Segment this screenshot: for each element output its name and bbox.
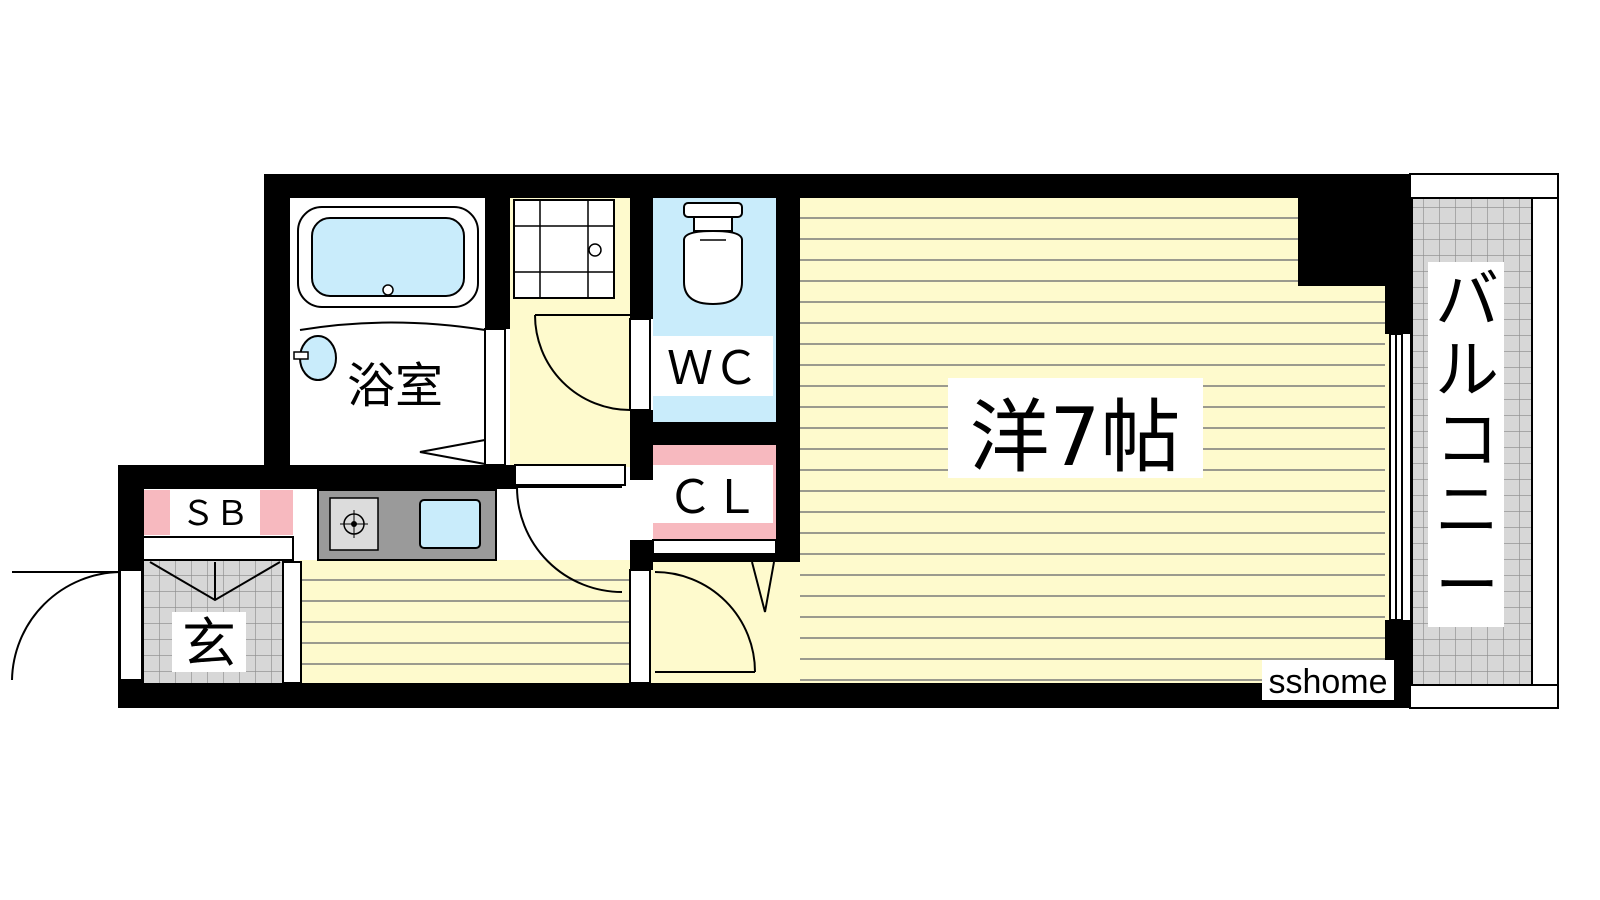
balcony-char: コ	[1435, 404, 1499, 478]
door-swings	[11, 314, 775, 681]
kitchen-door	[516, 486, 623, 593]
entrance-label: 玄	[182, 612, 236, 675]
washer-pan-icon	[513, 199, 615, 299]
washbasin-icon	[293, 321, 486, 381]
closet-door	[751, 561, 775, 613]
washroom-door	[534, 314, 631, 411]
walls	[118, 173, 1559, 709]
partitions	[119, 318, 777, 684]
balcony-char: ニ	[1435, 474, 1499, 548]
kitchen-sink-icon	[419, 499, 481, 549]
bath-door	[419, 438, 486, 466]
corridor-floor-lower	[635, 560, 800, 685]
balcony-char: バ	[1435, 264, 1499, 338]
toilet-label: ＷＣ	[667, 341, 759, 395]
shoe-box-label: ＳＢ	[181, 494, 249, 534]
watermark: sshome	[1268, 663, 1387, 701]
balcony-char: ル	[1435, 334, 1499, 408]
window	[1389, 333, 1403, 621]
balcony-char: ー	[1435, 550, 1499, 624]
entrance-door	[11, 571, 121, 681]
closet-label: ＣＬ	[667, 470, 759, 524]
toilet-icon	[683, 202, 743, 306]
balcony-label: バ ル コ ニ ー	[1435, 264, 1499, 624]
western-room-floor-lines	[800, 217, 1385, 681]
stove-icon	[340, 510, 368, 538]
kitchen-counter	[317, 489, 497, 561]
room-door	[654, 571, 756, 673]
bathtub-icon	[297, 206, 479, 308]
western-room-label: 洋7帖	[970, 391, 1181, 484]
bathroom-label: 浴室	[347, 358, 443, 414]
